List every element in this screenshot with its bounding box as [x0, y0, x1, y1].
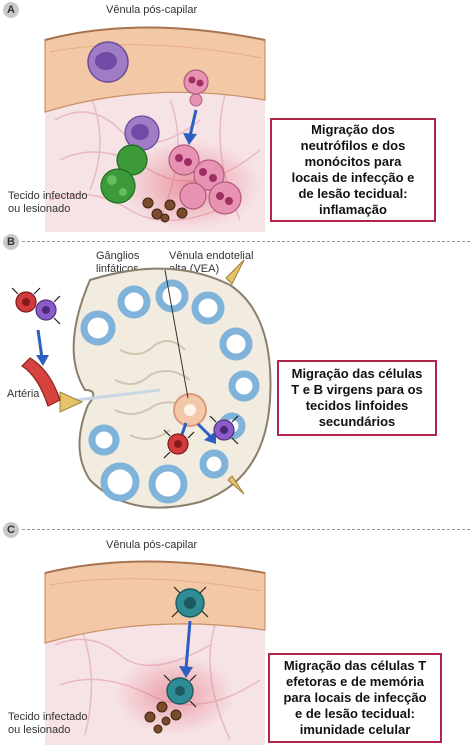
panel-badge-c: C — [3, 522, 19, 538]
caption-a-line-2: neutrófilos e dos — [300, 138, 406, 153]
caption-b-line-2: T e B virgens para os — [291, 382, 423, 397]
tissue-label-c-1: Tecido infectado — [8, 711, 88, 723]
t-cell-in-tissue — [163, 674, 197, 708]
caption-c-line-4: e de lesão tecidual: — [295, 706, 415, 721]
caption-a-line-6: inflamação — [319, 202, 387, 217]
vessel-label-a: Vênula pós-capilar — [106, 4, 198, 16]
caption-a-line-3: monócitos para — [304, 154, 402, 169]
panel-c-illustration — [44, 560, 266, 745]
caption-c-line-2: efetoras e de memória — [285, 674, 424, 689]
divider-bc — [22, 529, 470, 530]
panel-b-illustration — [11, 259, 272, 509]
vessel-label-c: Vênula pós-capilar — [106, 539, 198, 551]
caption-b-line-1: Migração das células — [291, 366, 423, 381]
migration-arrow-a — [188, 109, 198, 137]
caption-c-line-5: imunidade celular — [299, 722, 411, 737]
caption-box-a: Migração dos neutrófilos e dos monócitos… — [270, 118, 436, 222]
t-cell-in-vessel — [171, 586, 209, 618]
caption-a-line-4: locais de infecção e — [291, 170, 415, 185]
tissue-label-a-2: ou lesionado — [8, 203, 71, 215]
caption-a-line-1: Migração dos — [311, 122, 395, 137]
lymph-node — [72, 267, 272, 509]
neutrophil-cell — [183, 69, 209, 95]
tissue-label-a-1: Tecido infectado — [8, 190, 88, 202]
b-cell-naive — [209, 415, 239, 445]
hev-label-1: Vênula endotelial — [169, 250, 254, 262]
artery — [21, 357, 61, 407]
caption-b-line-4: secundários — [318, 414, 396, 429]
panel-badge-a: A — [3, 2, 19, 18]
panel-badge-b: B — [3, 234, 19, 250]
t-cell-naive — [163, 429, 195, 459]
divider-ab — [22, 241, 470, 242]
caption-box-c: Migração das células T efetoras e de mem… — [268, 653, 442, 743]
caption-b-line-3: tecidos linfoides — [305, 398, 409, 413]
tissue-label-c-2: ou lesionado — [8, 724, 71, 736]
caption-box-b: Migração das células T e B virgens para … — [277, 360, 437, 436]
caption-c-line-3: para locais de infecção — [283, 690, 427, 705]
migration-arrow-c — [184, 620, 192, 670]
caption-a-line-5: de lesão tecidual: — [298, 186, 408, 201]
caption-c-line-1: Migração das células T — [283, 658, 427, 673]
node-label-1: Gânglios — [96, 250, 140, 262]
panel-a-illustration — [44, 26, 266, 232]
artery-label: Artéria — [7, 388, 40, 400]
